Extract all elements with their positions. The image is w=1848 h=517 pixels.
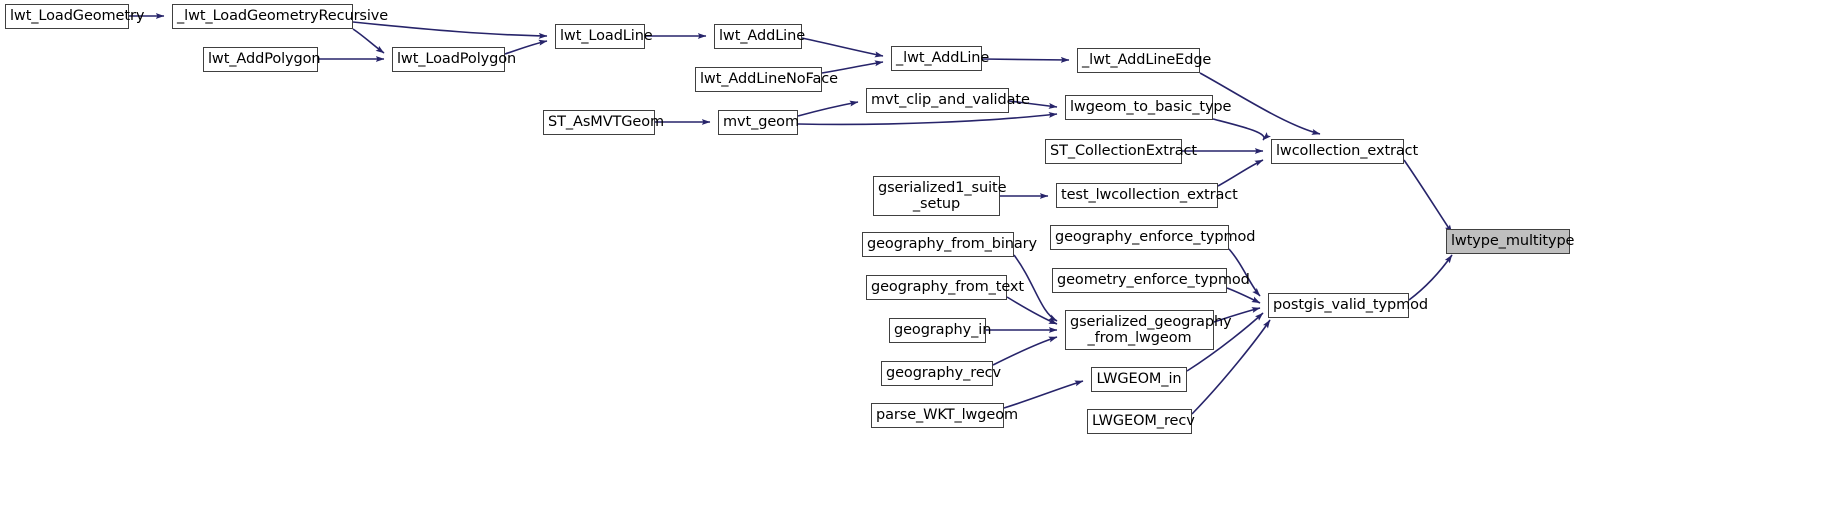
graph-edge-_lwt_AddLine-to-_lwt_AddLineEdge <box>981 56 1070 63</box>
graph-node-label: _lwt_AddLine <box>896 50 990 67</box>
graph-node-lwt_AddLine[interactable]: lwt_AddLine <box>714 24 806 49</box>
graph-node-geography_from_text[interactable]: geography_from_text <box>866 275 1024 300</box>
graph-node-label: lwtype_multitype <box>1451 233 1575 250</box>
graph-edge-mvt_geom-to-lwgeom_to_basic_type <box>797 111 1058 126</box>
graph-edge-mvt_geom-to-mvt_clip_and_validate <box>797 100 859 117</box>
graph-node-lwt_LoadPolygon[interactable]: lwt_LoadPolygon <box>392 47 517 72</box>
graph-node-label: lwt_LoadPolygon <box>397 51 517 68</box>
graph-node-label: mvt_geom <box>723 114 799 131</box>
graph-node-ST_CollectionExtract[interactable]: ST_CollectionExtract <box>1045 139 1197 164</box>
graph-node-lwcollection_extract[interactable]: lwcollection_extract <box>1271 139 1419 164</box>
graph-edge-geometry_enforce_typmod-to-postgis_valid_typmod <box>1226 287 1261 304</box>
graph-node-parse_WKT_lwgeom[interactable]: parse_WKT_lwgeom <box>871 403 1019 428</box>
graph-node-label: lwt_LoadLine <box>560 28 653 45</box>
graph-node-label: geography_recv <box>886 365 1001 382</box>
graph-node-label: lwt_AddLine <box>719 28 806 45</box>
graph-node-label: LWGEOM_recv <box>1092 413 1195 430</box>
graph-node-label: gserialized_geography _from_lwgeom <box>1070 313 1232 346</box>
graph-node-_lwt_AddLine[interactable]: _lwt_AddLine <box>891 46 990 71</box>
graph-node-lwt_LoadLine[interactable]: lwt_LoadLine <box>555 24 653 49</box>
graph-node-lwt_AddPolygon[interactable]: lwt_AddPolygon <box>203 47 321 72</box>
graph-edge-_lwt_LoadGeometryRecursive-to-lwt_LoadPolygon <box>352 28 385 54</box>
graph-node-label: lwt_LoadGeometry <box>10 8 145 25</box>
graph-node-label: ST_CollectionExtract <box>1050 143 1197 160</box>
graph-node-label: _lwt_LoadGeometryRecursive <box>177 8 389 25</box>
graph-node-label: postgis_valid_typmod <box>1273 297 1429 314</box>
graph-node-ST_AsMVTGeom[interactable]: ST_AsMVTGeom <box>543 110 665 135</box>
graph-node-gserialized_geography_from_lwgeom[interactable]: gserialized_geography _from_lwgeom <box>1065 310 1232 350</box>
graph-node-label: geography_enforce_typmod <box>1055 229 1256 246</box>
graph-node-mvt_geom[interactable]: mvt_geom <box>718 110 799 135</box>
graph-node-label: geometry_enforce_typmod <box>1057 272 1250 289</box>
graph-node-geometry_enforce_typmod[interactable]: geometry_enforce_typmod <box>1052 268 1250 293</box>
graph-node-label: geography_from_binary <box>867 236 1038 253</box>
graph-node-label: LWGEOM_in <box>1096 371 1182 388</box>
graph-node-lwgeom_to_basic_type[interactable]: lwgeom_to_basic_type <box>1065 95 1232 120</box>
graph-node-_lwt_LoadGeometryRecursive[interactable]: _lwt_LoadGeometryRecursive <box>172 4 389 29</box>
graph-node-LWGEOM_in[interactable]: LWGEOM_in <box>1091 367 1187 392</box>
graph-node-label: _lwt_AddLineEdge <box>1082 52 1212 69</box>
graph-node-label: ST_AsMVTGeom <box>548 114 665 131</box>
graph-node-geography_in[interactable]: geography_in <box>889 318 992 343</box>
graph-edge-geography_from_text-to-gserialized_geography_from_lwgeom <box>1006 296 1058 325</box>
graph-edge-test_lwcollection_extract-to-lwcollection_extract <box>1217 159 1264 187</box>
graph-node-label: lwt_AddPolygon <box>208 51 321 68</box>
graph-node-lwt_LoadGeometry[interactable]: lwt_LoadGeometry <box>5 4 145 29</box>
graph-edge-geography_recv-to-gserialized_geography_from_lwgeom <box>992 336 1058 366</box>
graph-node-label: parse_WKT_lwgeom <box>876 407 1019 424</box>
graph-node-geography_enforce_typmod[interactable]: geography_enforce_typmod <box>1050 225 1256 250</box>
graph-node-label: test_lwcollection_extract <box>1061 187 1238 204</box>
graph-edge-lwgeom_to_basic_type-to-lwcollection_extract <box>1212 118 1271 141</box>
graph-node-gserialized1_suite_setup[interactable]: gserialized1_suite _setup <box>873 176 1007 216</box>
graph-node-mvt_clip_and_validate[interactable]: mvt_clip_and_validate <box>866 88 1030 113</box>
graph-edge-parse_WKT_lwgeom-to-LWGEOM_in <box>1003 380 1084 409</box>
graph-node-postgis_valid_typmod[interactable]: postgis_valid_typmod <box>1268 293 1429 318</box>
graph-edge-lwt_AddLine-to-_lwt_AddLine <box>801 37 884 58</box>
graph-node-label: geography_from_text <box>871 279 1024 296</box>
graph-node-label: lwcollection_extract <box>1276 143 1419 160</box>
graph-node-_lwt_AddLineEdge[interactable]: _lwt_AddLineEdge <box>1077 48 1212 73</box>
graph-edge-postgis_valid_typmod-to-lwtype_multitype <box>1408 254 1453 301</box>
graph-node-label: mvt_clip_and_validate <box>871 92 1030 109</box>
graph-node-test_lwcollection_extract[interactable]: test_lwcollection_extract <box>1056 183 1238 208</box>
graph-node-lwtype_multitype[interactable]: lwtype_multitype <box>1446 229 1575 254</box>
graph-edge-_lwt_LoadGeometryRecursive-to-lwt_LoadLine <box>352 21 548 39</box>
graph-node-lwt_AddLineNoFace[interactable]: lwt_AddLineNoFace <box>695 67 838 92</box>
graph-node-label: gserialized1_suite _setup <box>878 179 1007 212</box>
graph-node-label: lwgeom_to_basic_type <box>1070 99 1232 116</box>
graph-node-geography_recv[interactable]: geography_recv <box>881 361 1001 386</box>
graph-node-label: lwt_AddLineNoFace <box>700 71 838 88</box>
graph-edge-lwcollection_extract-to-lwtype_multitype <box>1403 159 1453 234</box>
graph-node-geography_from_binary[interactable]: geography_from_binary <box>862 232 1038 257</box>
graph-node-LWGEOM_recv[interactable]: LWGEOM_recv <box>1087 409 1195 434</box>
graph-node-label: geography_in <box>894 322 992 339</box>
